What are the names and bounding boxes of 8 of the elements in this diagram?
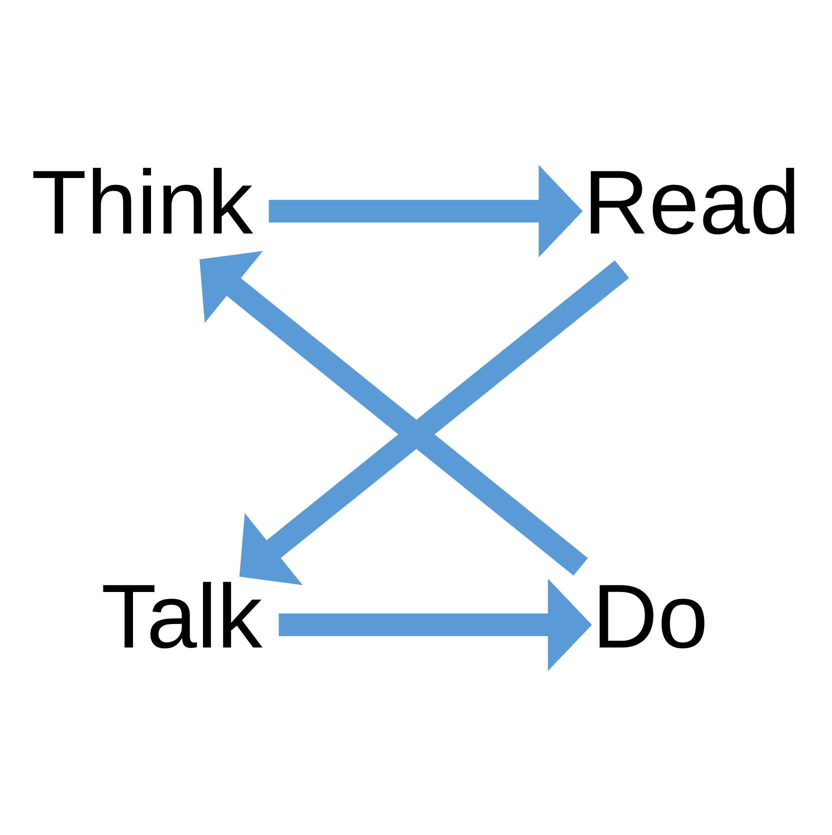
arrow bbox=[200, 250, 588, 576]
node-text: Talk bbox=[101, 566, 262, 667]
arrow bbox=[268, 164, 583, 257]
node-text: Read bbox=[583, 152, 800, 254]
node-text: Think bbox=[31, 152, 253, 254]
node-text: Do bbox=[592, 566, 708, 667]
arrow bbox=[239, 260, 630, 585]
arrow bbox=[278, 578, 592, 671]
